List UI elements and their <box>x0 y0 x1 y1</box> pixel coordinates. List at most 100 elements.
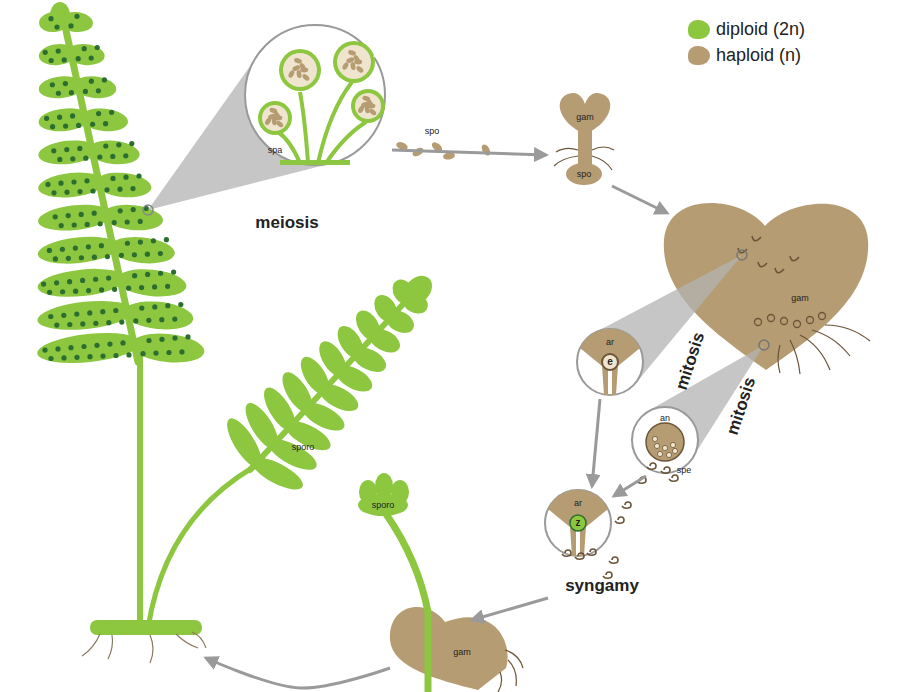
sorus <box>96 88 101 93</box>
dehiscence <box>373 48 383 62</box>
rhizoid <box>592 147 614 150</box>
sorus <box>54 280 59 285</box>
antheridium <box>646 423 684 461</box>
rhizoid <box>592 156 612 170</box>
spore-wall <box>566 163 602 185</box>
sorus <box>86 288 91 293</box>
zoom-cone <box>148 55 333 210</box>
sorus <box>60 289 65 294</box>
rhizome <box>90 620 202 635</box>
part-label: spe <box>677 466 692 475</box>
sorus <box>57 115 62 120</box>
sorus <box>125 241 130 246</box>
spore <box>480 143 492 157</box>
spore <box>273 111 281 120</box>
zoom-origin <box>759 340 769 350</box>
spore <box>350 62 356 71</box>
annulus <box>258 101 292 135</box>
part-label: gam <box>453 648 471 657</box>
sorus <box>77 189 82 194</box>
part-label: sporo <box>292 443 315 452</box>
sorus <box>103 143 108 148</box>
neck-canal <box>576 531 580 555</box>
sorus <box>55 346 60 351</box>
sperm-cell <box>670 442 675 447</box>
archegonium-mark <box>752 236 761 241</box>
legend: diploid (2n)haploid (n) <box>688 16 805 68</box>
root <box>150 635 153 663</box>
sorus <box>54 25 59 30</box>
part-label: spo <box>425 127 440 136</box>
cycle-arrow <box>206 658 390 688</box>
part-label: ar <box>574 499 582 508</box>
cycle-arrow <box>592 399 600 486</box>
zygote <box>570 515 586 531</box>
sorus <box>86 244 91 249</box>
spore <box>353 54 361 63</box>
sorus <box>146 318 151 323</box>
sporangium-stalk <box>300 92 308 163</box>
sorus <box>119 320 124 325</box>
sorus <box>42 348 47 353</box>
sorus <box>63 123 68 128</box>
sorus <box>70 156 75 161</box>
sorus <box>64 190 69 195</box>
sorus <box>89 55 94 60</box>
sporangium <box>258 101 292 135</box>
sorus <box>99 287 104 292</box>
spore <box>301 73 310 82</box>
stage-region: sporogam <box>350 470 520 690</box>
sorus <box>92 255 97 260</box>
sorus <box>87 310 92 315</box>
sperm-cell <box>666 452 671 457</box>
pinna <box>80 106 130 133</box>
inset-circle <box>632 407 698 473</box>
sorus <box>116 142 121 147</box>
spore-chamber <box>337 45 371 79</box>
zoom-origin <box>737 250 747 260</box>
stage-region: gamspo <box>550 90 622 186</box>
rhizoid <box>508 660 516 686</box>
sorus <box>49 58 54 63</box>
spore-chamber <box>355 93 381 119</box>
archegonium <box>580 329 640 395</box>
pinna <box>94 170 153 200</box>
pinna <box>108 234 176 266</box>
sorus <box>139 285 144 290</box>
sperm-cell <box>654 443 659 448</box>
sorus <box>67 322 72 327</box>
sperm <box>615 517 624 523</box>
part-label: spo <box>577 170 592 179</box>
rhizoid <box>825 325 870 341</box>
annulus <box>351 89 385 123</box>
sorus <box>90 188 95 193</box>
pinna <box>87 138 141 167</box>
sorus <box>83 89 88 94</box>
root <box>82 634 100 656</box>
sperm <box>669 475 678 481</box>
sorus <box>153 351 158 356</box>
sorus <box>109 110 114 115</box>
zoom-origin <box>143 205 153 215</box>
sorus <box>165 284 170 289</box>
sorus <box>79 212 84 217</box>
sorus <box>73 289 78 294</box>
sorus <box>72 222 77 227</box>
sorus <box>53 256 58 261</box>
sorus <box>79 255 84 260</box>
sorus <box>132 273 137 278</box>
rhizoid <box>778 345 780 373</box>
sorus <box>93 321 98 326</box>
sorus <box>107 342 112 347</box>
sperm <box>562 550 571 556</box>
part-label: e <box>607 357 613 367</box>
sorus <box>47 248 52 253</box>
sorus <box>83 156 88 161</box>
pinna <box>36 297 135 334</box>
archegonium-mark <box>790 256 799 261</box>
part-label: ar <box>606 338 614 347</box>
process-name: mitosis <box>724 375 759 437</box>
part-label: z <box>576 518 581 528</box>
